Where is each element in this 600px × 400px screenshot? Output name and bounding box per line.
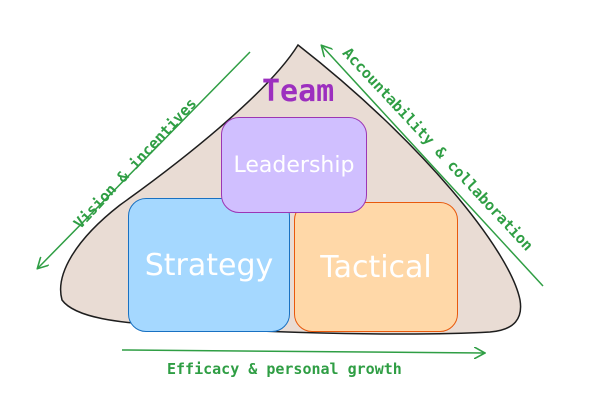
efficacy-growth-label: Efficacy & personal growth [167,360,402,378]
tactical-box: Tactical [294,202,458,332]
team-title: Team [262,74,335,109]
strategy-box: Strategy [128,198,290,332]
vision-arrow [38,51,251,268]
strategy-label: Strategy [144,247,274,283]
leadership-box: Leadership [221,117,367,213]
accountability-arrow [322,46,544,287]
tactical-label: Tactical [320,249,432,285]
efficacy-arrow [121,350,484,353]
leadership-label: Leadership [233,152,355,178]
